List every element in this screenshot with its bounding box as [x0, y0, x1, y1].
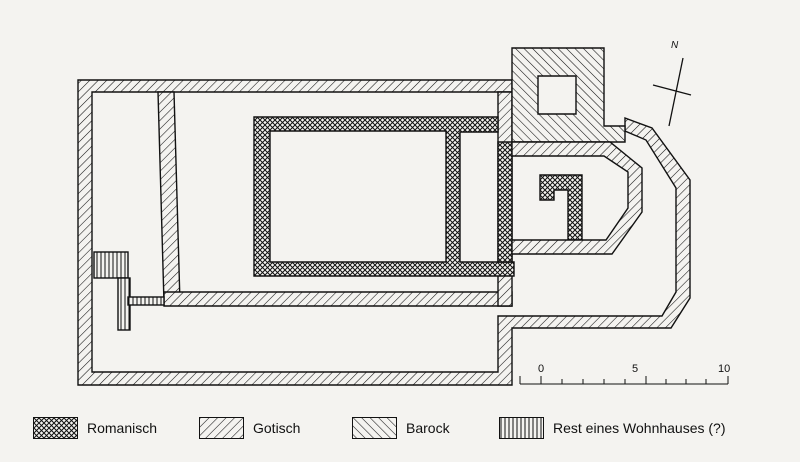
- baroque-swatch: [352, 417, 397, 439]
- legend-item-gothic: Gotisch: [199, 416, 300, 440]
- romanesque-walls: [253, 116, 583, 277]
- south-inner-wall: [163, 291, 513, 307]
- legend-label: Barock: [406, 420, 450, 436]
- legend-label: Romanisch: [87, 420, 158, 436]
- legend-label: Gotisch: [253, 420, 301, 436]
- choir-connector: [497, 141, 513, 263]
- scale-label-10: 10: [718, 363, 731, 375]
- baroque-walls: [511, 47, 626, 143]
- residential-remnant: [93, 251, 165, 331]
- romanesque-swatch: [33, 417, 78, 439]
- scale-bar: [519, 376, 729, 385]
- house-remnant-block: [93, 251, 129, 279]
- outer-enclosure-wall: [77, 79, 691, 386]
- scale-label-5: 5: [632, 363, 639, 375]
- apse-wall: [511, 141, 643, 255]
- north-arrow-icon: [652, 57, 692, 127]
- tower: [511, 47, 626, 143]
- legend-item-romanesque: Romanisch: [33, 416, 157, 440]
- legend-label: Rest eines Wohnhauses (?): [553, 420, 726, 436]
- west-inner-wall: [157, 91, 181, 304]
- scale-label-0: 0: [538, 363, 545, 375]
- residential-swatch: [499, 417, 544, 439]
- house-remnant-connector: [127, 296, 165, 306]
- gothic-swatch: [199, 417, 244, 439]
- legend-item-baroque: Barock: [352, 416, 450, 440]
- nave: [253, 116, 515, 277]
- north-label: N: [671, 40, 679, 51]
- legend-item-residential: Rest eines Wohnhauses (?): [499, 416, 726, 440]
- apse-inner-block: [539, 174, 583, 241]
